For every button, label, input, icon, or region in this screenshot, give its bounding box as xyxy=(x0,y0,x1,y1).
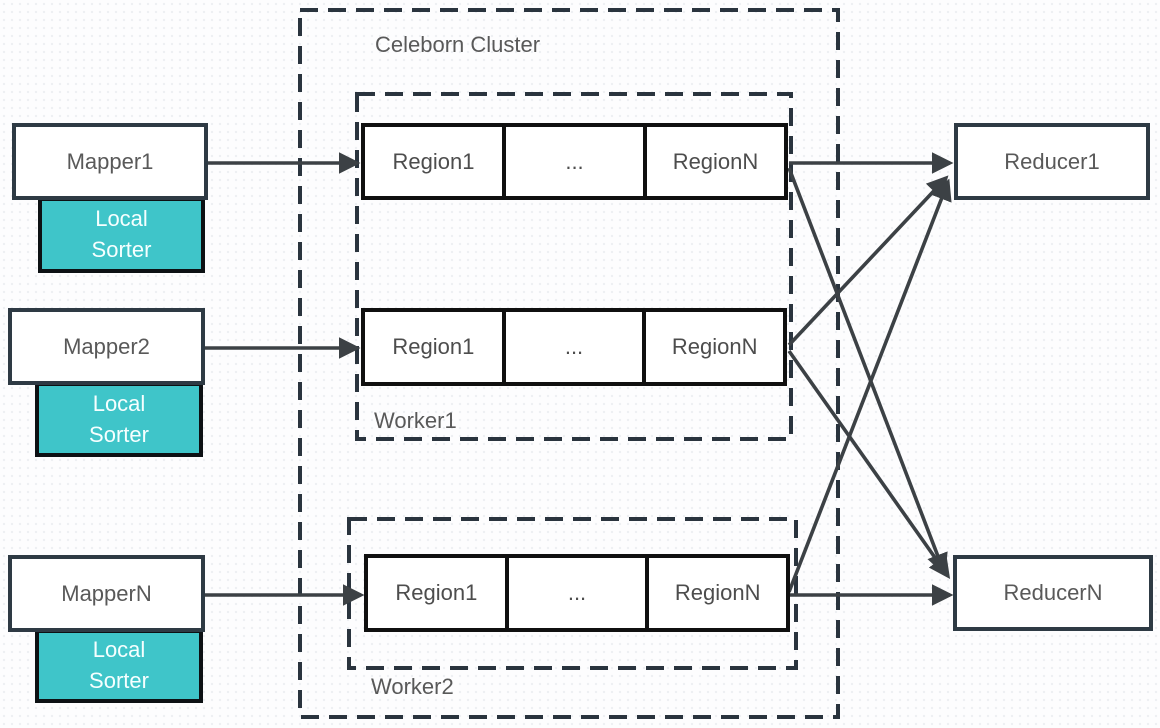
worker1-row1-regionN: RegionN xyxy=(643,127,784,196)
worker2-label: Worker2 xyxy=(371,674,454,699)
reducerN-box: ReducerN xyxy=(953,555,1153,631)
worker1-row1-region1: Region1 xyxy=(392,148,475,174)
reducer1-box: Reducer1 xyxy=(954,123,1150,200)
worker2-row1-ellipsis: ... xyxy=(504,558,646,628)
arrow-worker1-row2-to-reducer1 xyxy=(787,175,949,347)
mapperN-box: MapperN xyxy=(8,555,205,632)
mapper1-label: Mapper1 xyxy=(66,148,154,174)
worker2-row1-regionN: RegionN xyxy=(645,558,786,628)
arrow-worker1-row1-to-reducerN xyxy=(787,167,948,576)
mapperN-label: MapperN xyxy=(61,580,152,606)
worker1-label: Worker1 xyxy=(374,408,457,433)
mapperN-local-sorter-box: Local Sorter xyxy=(35,629,203,703)
mapper2-local-sorter-box: Local Sorter xyxy=(35,382,203,457)
mapper1-local-sorter-label: Local Sorter xyxy=(91,206,152,262)
worker2-row1-region1: Region1 xyxy=(395,580,478,605)
worker1-row2: Region1 ... RegionN xyxy=(361,308,787,386)
worker1-row1: Region1 ... RegionN xyxy=(361,123,788,200)
worker1-border xyxy=(355,92,793,441)
mapper2-label: Mapper2 xyxy=(63,333,150,359)
worker2-row1: Region1 ... RegionN xyxy=(364,554,790,632)
mapperN-local-sorter-label: Local Sorter xyxy=(89,637,149,693)
arrow-worker1-row2-to-reducerN xyxy=(787,349,951,579)
celeborn-cluster-border xyxy=(298,8,840,719)
worker1-row2-ellipsis: ... xyxy=(501,312,643,382)
worker1-row2-regionN: RegionN xyxy=(642,312,783,382)
worker1-row2-region1: Region1 xyxy=(392,334,475,359)
mapper2-local-sorter-label: Local Sorter xyxy=(89,390,149,447)
celeborn-cluster-label: Celeborn Cluster xyxy=(375,32,541,57)
mapper2-box: Mapper2 xyxy=(8,308,205,385)
mapper1-box: Mapper1 xyxy=(12,123,208,200)
arrow-worker2-row-to-reducer1 xyxy=(787,178,952,593)
mapper1-local-sorter-box: Local Sorter xyxy=(38,197,205,273)
reducerN-label: ReducerN xyxy=(1003,580,1103,605)
reducer1-label: Reducer1 xyxy=(1004,148,1100,174)
worker1-row1-ellipsis: ... xyxy=(502,127,643,196)
